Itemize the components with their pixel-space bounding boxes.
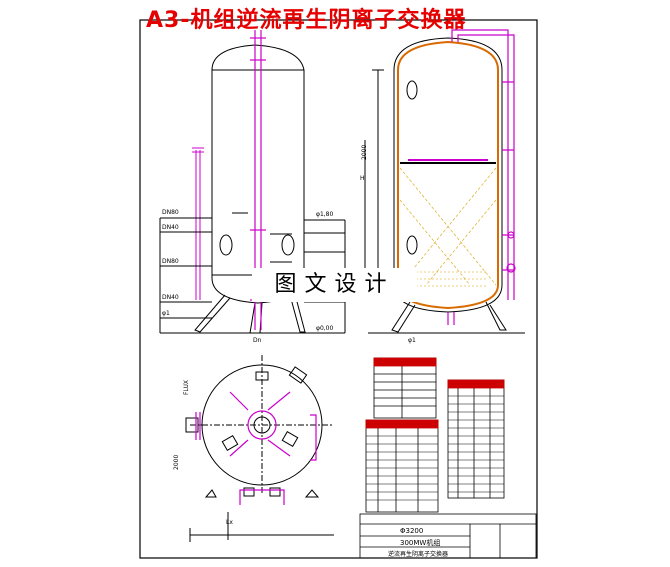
parts-table (365, 419, 439, 513)
svg-text:DN80: DN80 (162, 209, 179, 216)
svg-text:2000: 2000 (361, 145, 368, 160)
watermark-label: 图文设计 (252, 268, 417, 302)
pipe-icon (192, 147, 204, 300)
svg-text:DN40: DN40 (162, 224, 179, 231)
elevation-label-2: φ0,00 (316, 325, 334, 332)
shell-lining (397, 40, 499, 310)
svg-text:φ1: φ1 (162, 310, 170, 317)
title-block-line-2: 300MW机组 (400, 538, 440, 547)
spec-table (373, 357, 437, 419)
support-leg-left (194, 294, 231, 333)
plan-view (185, 355, 334, 542)
sheet-border (139, 19, 538, 559)
manhole-icon (406, 235, 418, 255)
manhole-icon (406, 80, 418, 100)
front-top-head (211, 44, 305, 71)
manhole-icon (219, 234, 233, 256)
svg-text:DN40: DN40 (162, 294, 179, 301)
manhole-icon (281, 234, 295, 256)
svg-text:FLUX: FLUX (183, 380, 190, 395)
svg-text:Lx: Lx (226, 519, 233, 526)
svg-text:2000: 2000 (173, 455, 180, 470)
elevation-label-1: φ1,80 (316, 211, 334, 218)
title-block-line-1: Φ3200 (400, 527, 423, 535)
parts-table-rows (366, 435, 438, 501)
title-block (359, 513, 537, 559)
section-side-pipe (447, 29, 516, 325)
plan-pipes (195, 391, 317, 505)
support-leg-right (289, 294, 306, 333)
svg-text:DN80: DN80 (162, 258, 179, 265)
section-view (364, 37, 525, 334)
drawing-title: A3-机组逆流再生阴离子交换器 (146, 8, 467, 33)
svg-text:Dn: Dn (253, 337, 262, 344)
svg-text:H: H (360, 175, 365, 182)
resin-bed (399, 167, 497, 286)
nozzle-table-rows (448, 395, 504, 493)
title-block-line-3: 逆流再生阴离子交换器 (388, 550, 448, 558)
support-leg-icon (391, 301, 416, 333)
support-leg-center (249, 302, 263, 334)
shell-outline (393, 37, 503, 313)
nozzle-table (447, 379, 505, 499)
support-leg-icon (485, 301, 507, 331)
front-view (159, 44, 346, 334)
elevation-label-3: φ1 (408, 337, 416, 344)
